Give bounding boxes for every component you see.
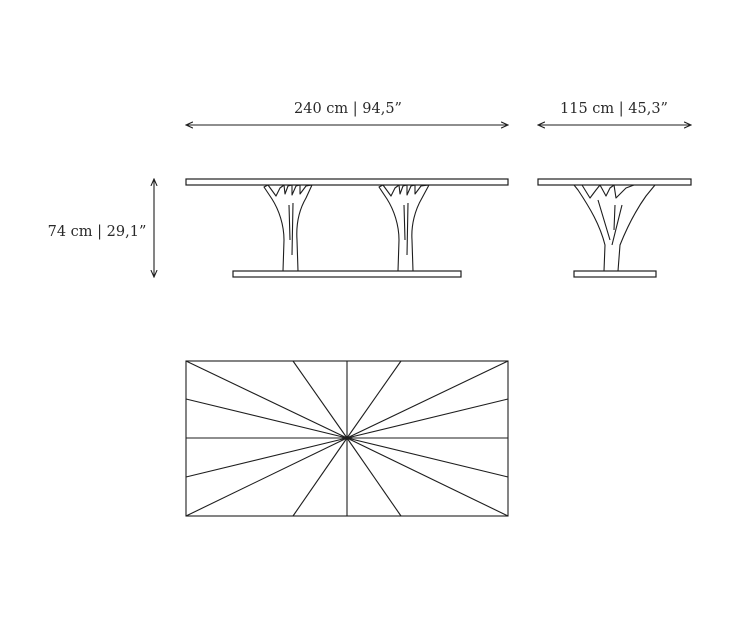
depth-dimension: 115 cm | 45,3” xyxy=(538,101,691,125)
veneer-ray-6 xyxy=(346,398,509,439)
veneer-ray-9 xyxy=(346,437,509,517)
veneer-ray-lines xyxy=(185,360,509,517)
veneer-ray-14 xyxy=(185,437,348,478)
side-base-plate xyxy=(573,270,657,278)
height-dimension: 74 cm | 29,1” xyxy=(48,179,154,277)
side-tabletop xyxy=(537,178,692,186)
front-elevation xyxy=(185,178,509,278)
veneer-ray-1 xyxy=(185,360,348,439)
veneer-ray-16 xyxy=(185,398,348,439)
veneer-ray-8 xyxy=(346,437,509,478)
height-label: 74 cm | 29,1” xyxy=(48,224,147,240)
depth-label: 115 cm | 45,3” xyxy=(560,101,668,117)
front-tabletop xyxy=(185,178,509,186)
veneer-ray-12 xyxy=(292,437,348,517)
tree-leg-left xyxy=(263,184,313,272)
length-label: 240 cm | 94,5” xyxy=(294,101,402,117)
plan-view xyxy=(185,360,509,517)
veneer-ray-2 xyxy=(292,360,348,439)
side-elevation xyxy=(537,178,692,278)
length-dimension: 240 cm | 94,5” xyxy=(186,101,508,125)
veneer-ray-13 xyxy=(185,437,348,517)
veneer-ray-10 xyxy=(346,437,402,517)
veneer-ray-4 xyxy=(346,360,402,439)
veneer-ray-5 xyxy=(346,360,509,439)
tree-leg-right xyxy=(378,184,430,272)
tree-leg-side xyxy=(573,184,656,272)
front-base-plate xyxy=(232,270,462,278)
